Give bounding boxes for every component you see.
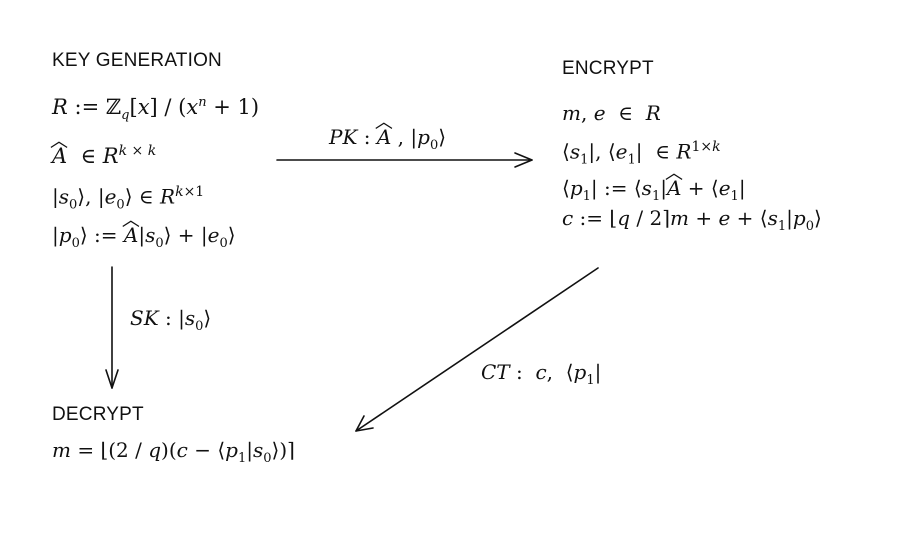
keygen-line-ring: R := ℤq[x] / (xn + 1)	[52, 95, 260, 124]
decrypt-line-message: m = ⌊(2 / q)(c − ⟨p1|s0⟩)⌉	[52, 438, 295, 466]
edge-sk-arrow	[105, 266, 119, 389]
edge-ct-label: CT : c, ⟨p1|	[481, 360, 602, 388]
encrypt-line-p1: ⟨p1| := ⟨s1|A︿ + ⟨e1|	[562, 163, 746, 204]
encrypt-title: ENCRYPT	[562, 58, 654, 79]
edge-pk-label: PK : A︿ , |p0⟩	[329, 112, 447, 153]
keygen-line-secret: |s0⟩, |e0⟩ ∈ Rk×1	[52, 184, 205, 213]
edge-ct-arrow	[355, 267, 599, 432]
decrypt-title: DECRYPT	[52, 404, 144, 425]
keygen-line-matrix: A︿ ∈ Rk × k	[50, 131, 157, 168]
encrypt-line-ciphertext: c := ⌊q / 2⌉m + e + ⟨s1|p0⟩	[562, 206, 822, 234]
encrypt-line-message: m, e ∈ R	[562, 101, 661, 125]
keygen-line-public: |p0⟩ := A︿|s0⟩ + |e0⟩	[52, 210, 236, 251]
encrypt-line-ephemeral: ⟨s1|, ⟨e1| ∈ R1×k	[562, 139, 721, 168]
keygen-title: KEY GENERATION	[52, 50, 222, 71]
edge-sk-label: SK : |s0⟩	[130, 306, 212, 334]
edge-pk-arrow	[276, 152, 533, 168]
